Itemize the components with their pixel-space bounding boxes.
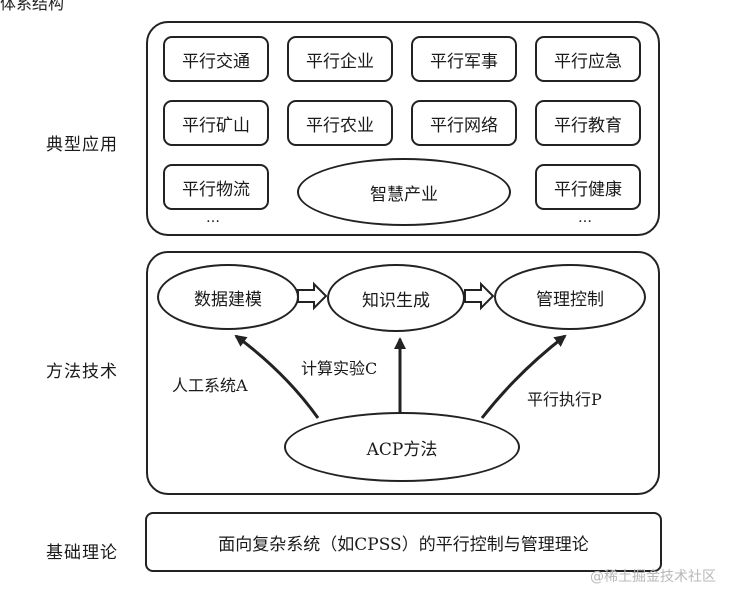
- section-label-theory: 基础理论: [46, 543, 118, 563]
- app-box-health: 平行健康: [535, 164, 641, 210]
- watermark: @稀土掘金技术社区: [590, 569, 716, 585]
- app-box-transport: 平行交通: [163, 36, 269, 82]
- knowledge-generation-ellipse: 知识生成: [327, 264, 465, 332]
- flow-arrow-knowledge-to-control: [464, 281, 495, 311]
- data-modeling-ellipse: 数据建模: [157, 264, 299, 330]
- top-caption-fragment: 体系结构: [0, 0, 65, 13]
- app-box-network: 平行网络: [411, 100, 517, 146]
- management-control-ellipse: 管理控制: [494, 264, 646, 330]
- smart-industry-ellipse: 智慧产业: [297, 158, 511, 226]
- app-box-agriculture: 平行农业: [287, 100, 393, 146]
- app-box-logistics: 平行物流: [163, 164, 269, 210]
- app-box-enterprise: 平行企业: [287, 36, 393, 82]
- app-box-military: 平行军事: [411, 36, 517, 82]
- section-label-applications: 典型应用: [46, 135, 118, 155]
- app-box-mining: 平行矿山: [163, 100, 269, 146]
- label-computational-experiment: 计算实验C: [301, 359, 378, 378]
- section-label-methods: 方法技术: [46, 362, 118, 382]
- app-box-education: 平行教育: [535, 100, 641, 146]
- acp-method-ellipse: ACP方法: [284, 412, 520, 482]
- app-box-emergency: 平行应急: [535, 36, 641, 82]
- arrow-acp-to-modeling: [234, 334, 320, 419]
- flow-arrow-modeling-to-knowledge: [297, 281, 328, 311]
- ellipsis-right: …: [578, 210, 593, 226]
- ellipsis-left: …: [206, 210, 221, 226]
- label-artificial-system: 人工系统A: [172, 376, 248, 395]
- label-parallel-execution: 平行执行P: [527, 390, 602, 409]
- arrow-acp-to-control: [480, 334, 567, 419]
- theory-box: 面向复杂系统（如CPSS）的平行控制与管理理论: [145, 512, 662, 572]
